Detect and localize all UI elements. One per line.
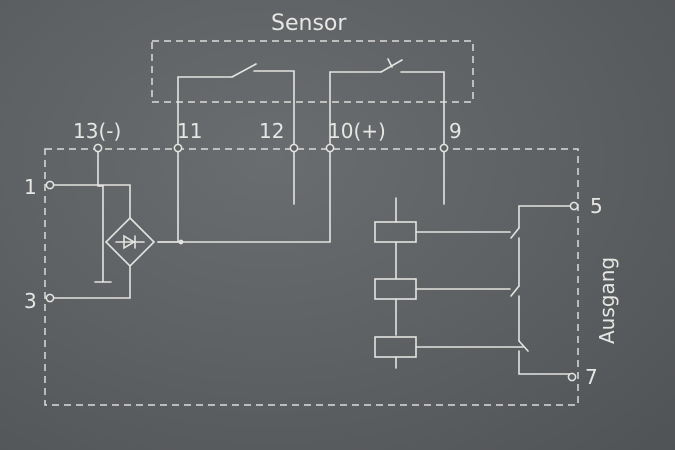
internal-wiring [49,147,445,299]
terminal-11 [173,143,183,153]
terminal-3-label: 3 [24,289,37,313]
terminal-7-label: 7 [585,365,598,389]
terminal-7 [567,372,577,382]
terminal-12-label: 12 [259,119,284,143]
terminal-9 [439,143,449,153]
sensor-contacts [177,58,445,149]
terminal-1-label: 1 [24,175,37,199]
terminals [45,143,579,382]
terminal-5 [569,201,579,211]
terminal-13-label: 13(-) [73,119,121,143]
terminal-10-label: 10(+) [328,119,386,143]
terminal-9-label: 9 [449,119,462,143]
terminal-11-label: 11 [177,119,202,143]
relay-coils [374,197,524,369]
terminal-3 [45,293,55,303]
terminal-12 [289,143,299,153]
device-enclosure [44,148,579,406]
output-contacts [510,205,571,375]
terminal-1 [45,180,55,190]
rectifier-bridge [104,216,156,268]
sensor-label: Sensor [271,11,347,36]
sensor-enclosure [151,40,474,103]
terminal-10 [325,143,335,153]
terminal-5-label: 5 [590,194,603,218]
output-label: Ausgang [595,257,619,344]
terminal-13 [93,143,103,153]
